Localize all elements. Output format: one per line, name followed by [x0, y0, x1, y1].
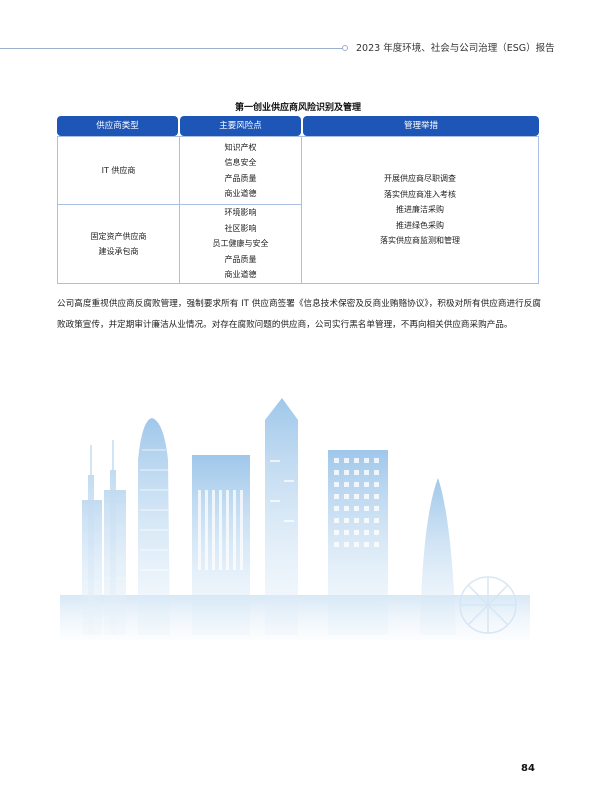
- measure-item: 开展供应商尽职调查: [384, 174, 456, 184]
- measure-item: 推进绿色采购: [396, 220, 444, 230]
- risk-table-body: IT 供应商 知识产权 信息安全 产品质量 商业道德 固定资产供应商 建设承包商…: [57, 136, 539, 284]
- risk-item: 商业道德: [224, 189, 257, 198]
- management-measures-cell: 开展供应商尽职调查 落实供应商准入考核 推进廉洁采购 推进绿色采购 落实供应商监…: [302, 137, 538, 283]
- report-title: 2023 年度环境、社会与公司治理（ESG）报告: [356, 43, 555, 54]
- risk-item: 信息安全: [224, 158, 257, 167]
- table-row-fixed-asset-risks: 环境影响 社区影响 员工健康与安全 产品质量 商业道德: [180, 205, 301, 283]
- city-skyline-illustration: [60, 398, 530, 640]
- table-row-it-risks: 知识产权 信息安全 产品质量 商业道德: [180, 137, 301, 204]
- risk-item: 商业道德: [224, 270, 257, 280]
- body-paragraph: 公司高度重视供应商反腐败管理，强制要求所有 IT 供应商签署《信息技术保密及反商…: [57, 299, 541, 330]
- column-header-main-risks: 主要风险点: [180, 116, 301, 136]
- measure-item: 落实供应商监测和管理: [380, 236, 460, 246]
- risk-item: 知识产权: [224, 142, 257, 152]
- column-header-supplier-type: 供应商类型: [57, 116, 178, 136]
- header-dot: [342, 45, 348, 51]
- page-number: 84: [521, 763, 535, 774]
- risk-item: 产品质量: [224, 173, 257, 183]
- table-row-it-type: IT 供应商: [58, 137, 179, 204]
- measure-item: 推进廉洁采购: [396, 205, 444, 215]
- risk-item: 环境影响: [224, 208, 257, 218]
- table-title: 第一创业供应商风险识别及管理: [234, 103, 361, 113]
- risk-item: 产品质量: [224, 254, 257, 264]
- table-header-row: 供应商类型 主要风险点 管理举措: [57, 116, 539, 136]
- table-divider-row: [58, 204, 301, 205]
- supplier-type-label: 建设承包商: [98, 247, 139, 256]
- table-row-fixed-asset-type: 固定资产供应商 建设承包商: [58, 205, 179, 283]
- measure-item: 落实供应商准入考核: [384, 189, 456, 199]
- column-header-measures: 管理举措: [303, 116, 539, 136]
- risk-item: 社区影响: [224, 223, 257, 233]
- table-divider-col1: [179, 137, 180, 283]
- header-rule: [0, 48, 344, 49]
- supplier-type-label: IT 供应商: [101, 165, 136, 175]
- table-divider-col2: [301, 137, 302, 283]
- supplier-type-label: 固定资产供应商: [90, 231, 147, 241]
- risk-item: 员工健康与安全: [212, 239, 269, 249]
